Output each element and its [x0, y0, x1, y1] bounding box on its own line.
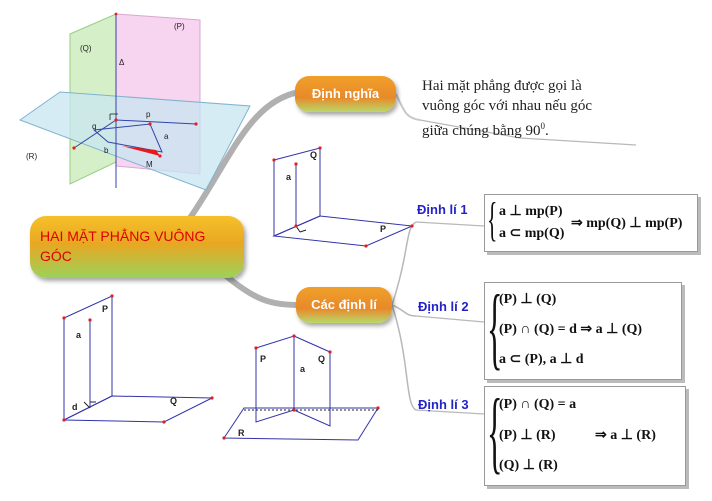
theorem-1-result: ⇒ mp(Q) ⊥ mp(P) [571, 216, 683, 231]
label-bm-q: Q [318, 354, 326, 364]
theorem-1-brace: { [487, 193, 498, 246]
theorem-2-cond2: (P) ∩ (Q) = d ⇒ a ⊥ (Q) [499, 322, 643, 337]
label-b: b [104, 146, 109, 155]
label-bl-d: d [72, 402, 78, 412]
theorem-2-box: { (P) ⊥ (Q) (P) ∩ (Q) = d ⇒ a ⊥ (Q) a ⊂ … [484, 276, 682, 380]
fig-theorem3 [222, 334, 380, 441]
definition-line-1: Hai mặt phẳng được gọi là [422, 78, 582, 94]
label-m: M [146, 160, 153, 169]
definition-line-2: vuông góc với nhau nếu góc [422, 98, 592, 114]
theorem-1-label[interactable]: Định lí 1 [417, 202, 468, 217]
branch-theorems[interactable]: Các định lí [296, 287, 392, 323]
connector-lines [187, 89, 637, 415]
theorem-1-cond2: a ⊂ mp(Q) [499, 226, 565, 241]
label-bl-p: P [102, 304, 109, 314]
label-bm-r: R [238, 428, 245, 438]
theorem-1-box: { a ⊥ mp(P) a ⊂ mp(Q) ⇒ mp(Q) ⊥ mp(P) [484, 194, 698, 252]
theorem-2-cond3: a ⊂ (P), a ⊥ d [499, 352, 584, 367]
theorem-2-label[interactable]: Định lí 2 [418, 299, 469, 314]
central-title: HAI MẶT PHẲNG VUÔNG GÓC [40, 228, 206, 264]
label-plane-r: (R) [26, 152, 38, 161]
label-mid-a: a [286, 172, 292, 182]
theorem-3-cond1: (P) ∩ (Q) = a [499, 397, 577, 412]
label-mid-q: Q [310, 150, 318, 160]
theorem-3-cond3: (Q) ⊥ (R) [499, 458, 558, 473]
theorem-3-label[interactable]: Định lí 3 [418, 397, 469, 412]
theorem-3-result: ⇒ a ⊥ (R) [595, 428, 656, 443]
definition-period: . [545, 123, 549, 139]
definition-line-3-text: giữa chúng bằng 90 [422, 123, 541, 139]
degree-sup: 0 [540, 121, 546, 131]
theorem-3-box: { (P) ∩ (Q) = a (P) ⊥ (R) ⇒ a ⊥ (R) (Q) … [484, 380, 686, 486]
theorem-1-cond1: a ⊥ mp(P) [499, 204, 563, 219]
label-bm-a: a [300, 364, 306, 374]
label-plane-p: (P) [174, 22, 185, 31]
label-plane-q: (Q) [80, 44, 92, 53]
branch-definition[interactable]: Định nghĩa [295, 76, 396, 112]
theorem-3-cond2: (P) ⊥ (R) [499, 428, 556, 443]
label-delta: Δ [119, 58, 125, 67]
theorem-3-brace: { [487, 380, 503, 482]
theorem-2-cond1: (P) ⊥ (Q) [499, 292, 557, 307]
theorem-2-brace: { [487, 276, 503, 378]
definition-line-3: giữa chúng bằng 900. [422, 116, 652, 141]
label-p: p [146, 110, 151, 119]
definition-text: Hai mặt phẳng được gọi là vuông góc với … [422, 76, 652, 141]
label-a: a [164, 132, 169, 141]
central-node[interactable] [30, 216, 244, 278]
fig-theorem1 [272, 146, 414, 248]
fig-theorem2 [62, 294, 214, 424]
label-bm-p: P [260, 354, 267, 364]
label-q: q [92, 122, 97, 131]
fig-perpendicular-planes [18, 12, 251, 191]
label-bl-q: Q [170, 396, 178, 406]
label-mid-p: P [380, 224, 387, 234]
label-bl-a: a [76, 330, 82, 340]
